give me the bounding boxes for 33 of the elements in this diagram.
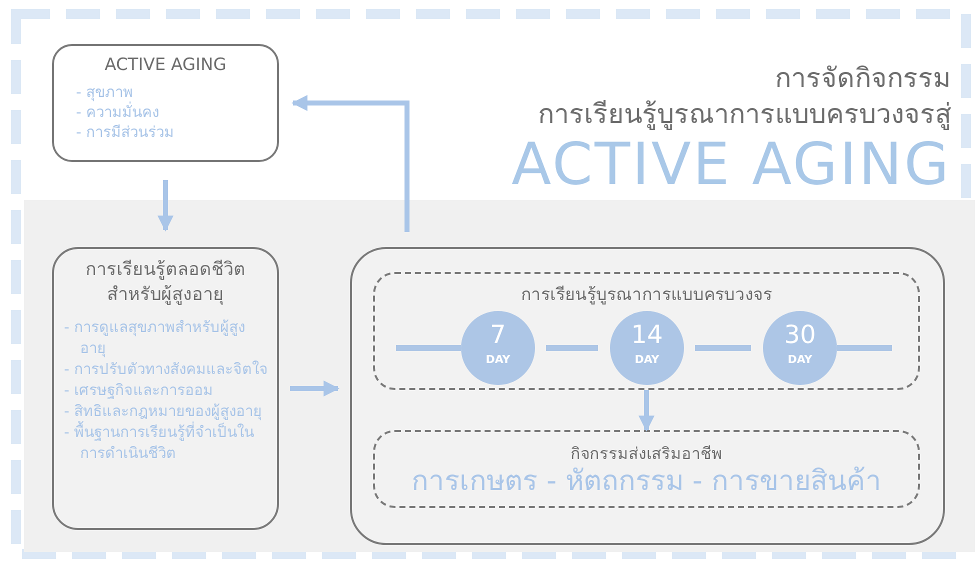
list-item: - เศรษฐกิจและการออม xyxy=(64,380,214,401)
title: การจัดกิจกรรม xyxy=(775,62,951,96)
day-number: 30 xyxy=(783,321,817,349)
activity-box xyxy=(373,430,920,508)
learning-box xyxy=(373,272,920,390)
day-unit: DAY xyxy=(634,353,660,367)
box-heading: กิจกรรมส่งเสริมอาชีพ xyxy=(570,444,724,464)
box-heading: การเรียนรู้ตลอดชีวิตสำหรับผู้สูงอายุ xyxy=(84,258,246,307)
list-item: - ความมั่นคง xyxy=(76,102,160,122)
headline: ACTIVE AGING xyxy=(512,132,951,196)
list-item: - สิทธิและกฎหมายของผู้สูงอายุ xyxy=(64,401,264,421)
goal-box xyxy=(52,44,279,162)
arrow xyxy=(290,380,340,396)
list-item: - การมีส่วนร่วม xyxy=(76,122,176,142)
day-number: 7 xyxy=(489,321,507,349)
list-item: - สุขภาพ xyxy=(76,82,134,102)
timeline-line xyxy=(695,345,751,351)
day-unit: DAY xyxy=(484,353,512,367)
list-item: - การปรับตัวทางสังคมและจิตใจ xyxy=(64,359,269,380)
arrow xyxy=(638,390,654,432)
list-item: - การดูแลสุขภาพสำหรับผู้สูงอายุ xyxy=(64,317,246,359)
topic-box xyxy=(52,247,279,530)
subtitle: การเรียนรู้บูรณาการแบบครบวงจรสู่ xyxy=(538,98,951,132)
activity-list: การเกษตร - หัตถกรรม - การขายสินค้า xyxy=(375,464,918,498)
box-heading: การเรียนรู้บูรณาการแบบครบวงจร xyxy=(520,284,773,306)
arrow xyxy=(158,180,174,232)
box-heading: ACTIVE AGING xyxy=(104,54,228,76)
program-box xyxy=(350,247,945,545)
list-item: - พื้นฐานการเรียนรู้ที่จำเป็นในการดำเนินชีวิต xyxy=(64,422,256,464)
arrow xyxy=(291,95,410,232)
day-unit: DAY xyxy=(786,353,814,367)
timeline-line xyxy=(546,345,598,351)
day-number: 14 xyxy=(630,321,664,349)
